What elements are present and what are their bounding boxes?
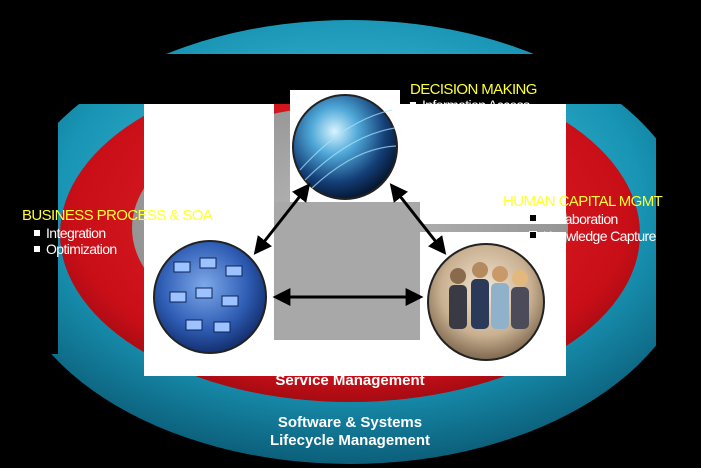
bpm-item-label: Integration (46, 225, 106, 241)
globe-grid-lines (299, 109, 397, 189)
decision-item-2: Real-time Analytics (410, 114, 530, 129)
bpm-title: BUSINESS PROCESS & SOA (22, 207, 213, 224)
bullet-icon (529, 231, 537, 239)
hcm-item-2: Knowledge Capture (529, 229, 656, 244)
right-black-column (656, 54, 701, 468)
arrow-decision-bpm (253, 183, 311, 255)
bullet-icon (529, 214, 537, 222)
decision-item-label: Information Access (422, 97, 530, 113)
left-black-band (0, 104, 58, 354)
bpm-item-label: Optimization (46, 241, 117, 257)
decision-item-1: Information Access (410, 97, 530, 113)
people-silhouettes (449, 262, 529, 329)
decision-title: DECISION MAKING (410, 81, 537, 98)
decision-item-label: Real-time Analytics (422, 113, 530, 129)
middle-ring-label: Service Management (275, 372, 425, 389)
bullet-icon (34, 246, 40, 252)
center-gray-box (274, 202, 420, 340)
bpm-item-2: Optimization (34, 242, 117, 257)
outer-ring-label-1: Software & Systems (277, 414, 423, 431)
bullet-icon (410, 102, 416, 108)
arrow-decision-hcm (389, 183, 447, 255)
outer-ring-label-2: Lifecycle Management (269, 432, 431, 449)
bullet-icon (410, 118, 416, 124)
hcm-item-1: Collaboration (529, 212, 618, 227)
bpm-item-1: Integration (34, 226, 106, 241)
flowchart-boxes (169, 257, 243, 333)
hcm-item-label: Knowledge Capture (543, 228, 656, 244)
hcm-item-label: Collaboration (543, 211, 618, 227)
hcm-title: HUMAN CAPITAL MGMT (503, 193, 663, 210)
bullet-icon (34, 230, 40, 236)
